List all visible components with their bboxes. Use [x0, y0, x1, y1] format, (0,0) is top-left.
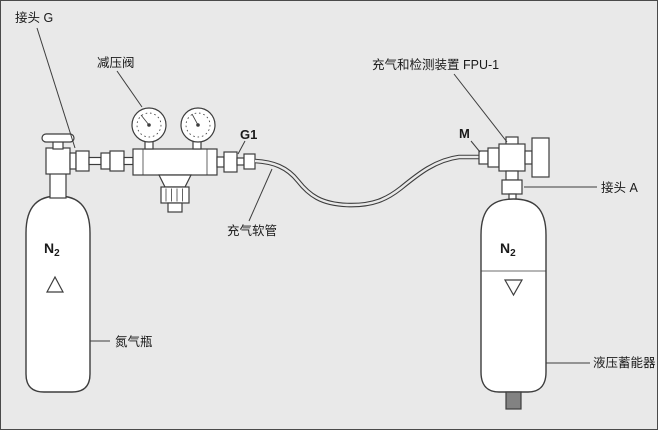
nitrogen-symbol-bottle: N2: [44, 240, 60, 259]
label-accumulator: 液压蓄能器: [593, 355, 656, 370]
leader-lines: [36, 27, 597, 364]
label-nitrogen-bottle: 氮气瓶: [115, 334, 153, 349]
regulator-outlet: [216, 156, 225, 168]
charging-hose-outer: [254, 154, 479, 208]
gauge-left-dial-ticks: [136, 112, 162, 138]
fpu-tee-body: [498, 143, 526, 172]
accumulator-fluid-port: [505, 391, 522, 410]
charging-hose-inner: [254, 155, 479, 207]
label-connector-a: 接头 A: [601, 180, 638, 195]
label-regulator: 减压阀: [97, 56, 135, 70]
leader-g1: [237, 140, 246, 155]
triangle-down-icon: [503, 279, 524, 297]
label-fpu-device: 充气和检测装置 FPU-1: [372, 57, 499, 72]
pipe-segment-1: [88, 156, 102, 166]
label-connector-g: 接头 G: [15, 10, 53, 25]
labels: 接头 G 减压阀 充气和检测装置 FPU-1 G1 M 接头 A 充气软管 氮气…: [15, 10, 656, 370]
connector-a-nut: [501, 179, 523, 195]
leader-fpu-device: [453, 73, 508, 143]
leader-m: [470, 140, 481, 153]
bottle-valve-body: [45, 147, 71, 175]
fpu-right-stub: [524, 150, 533, 165]
gauge-right-dial-ticks: [185, 112, 211, 138]
outlet-pipe: [236, 157, 245, 166]
leader-connector-g: [36, 27, 76, 149]
connector-g-nut: [75, 150, 90, 172]
regulator-cone: [158, 174, 192, 188]
fpu-right-block: [531, 137, 550, 178]
bottle-neck: [49, 171, 67, 199]
gauge-right-needle: [191, 113, 199, 126]
label-g1: G1: [240, 127, 257, 142]
valve-outlet: [69, 152, 77, 170]
leader-regulator: [116, 70, 143, 108]
pressure-reducing-valve-group: [131, 107, 256, 213]
gauge-left-needle: [140, 114, 150, 126]
leader-hose: [248, 168, 273, 222]
g1-fitting: [243, 153, 256, 170]
coupling-nut-1: [100, 152, 111, 170]
pipe-segment-2: [123, 156, 134, 166]
gauge-left-hub: [147, 123, 151, 127]
regulator-body: [132, 148, 218, 176]
outlet-nut: [223, 151, 238, 173]
charging-hose-group: [254, 154, 479, 208]
m-fitting: [478, 150, 489, 165]
m-nut: [487, 147, 500, 168]
nitrogen-bottle-group: N2: [25, 133, 134, 393]
nitrogen-symbol-accumulator: N2: [500, 240, 516, 259]
adjustment-knob: [160, 186, 190, 204]
fpu-device-group: [478, 136, 550, 202]
coupling-nut-2: [109, 150, 125, 172]
hydraulic-accumulator-group: N2: [480, 198, 547, 410]
gauge-right-hub: [196, 123, 200, 127]
nitrogen-bottle-body: [25, 195, 91, 393]
triangle-up-icon: [46, 275, 64, 293]
label-m: M: [459, 126, 470, 141]
fpu-lower-stem: [505, 170, 519, 181]
knob-tab: [167, 202, 183, 213]
valve-handwheel-icon: [41, 133, 75, 143]
label-hose: 充气软管: [227, 223, 277, 238]
